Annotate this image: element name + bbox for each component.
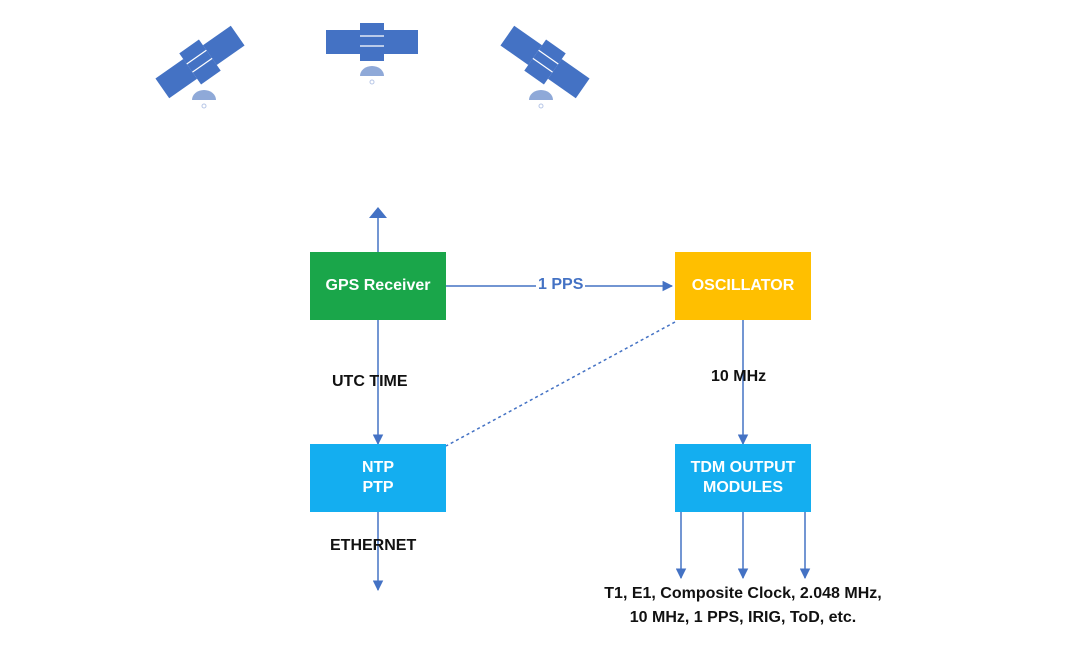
ten-mhz-label: 10 MHz xyxy=(711,368,767,385)
satellite-icon xyxy=(495,19,595,109)
oscillator-box: OSCILLATOR xyxy=(675,252,811,320)
tdm-output-label: TDM OUTPUT xyxy=(690,459,796,476)
ptp-label: PTP xyxy=(362,479,394,496)
modules-label: MODULES xyxy=(703,479,783,496)
antenna-icon xyxy=(369,207,387,218)
tdm-output-modules-box: TDM OUTPUT MODULES xyxy=(675,444,811,512)
output-signals-line2: 10 MHz, 1 PPS, IRIG, ToD, etc. xyxy=(629,609,857,626)
output-signals-line1: T1, E1, Composite Clock, 2.048 MHz, xyxy=(604,585,882,602)
utc-time-label: UTC TIME xyxy=(332,373,408,390)
gps-receiver-label: GPS Receiver xyxy=(325,277,431,294)
oscillator-label: OSCILLATOR xyxy=(691,277,795,294)
gps-receiver-box: GPS Receiver xyxy=(310,252,446,320)
satellite-icon xyxy=(150,19,250,109)
pps-label: 1 PPS xyxy=(536,276,586,294)
ntp-ptp-box: NTP PTP xyxy=(310,444,446,512)
dotted-connector xyxy=(445,321,676,447)
output-signals-text: T1, E1, Composite Clock, 2.048 MHz, 10 M… xyxy=(578,582,908,630)
satellite-icon xyxy=(325,22,419,85)
ntp-label: NTP xyxy=(362,459,394,476)
ethernet-label: ETHERNET xyxy=(330,537,417,554)
